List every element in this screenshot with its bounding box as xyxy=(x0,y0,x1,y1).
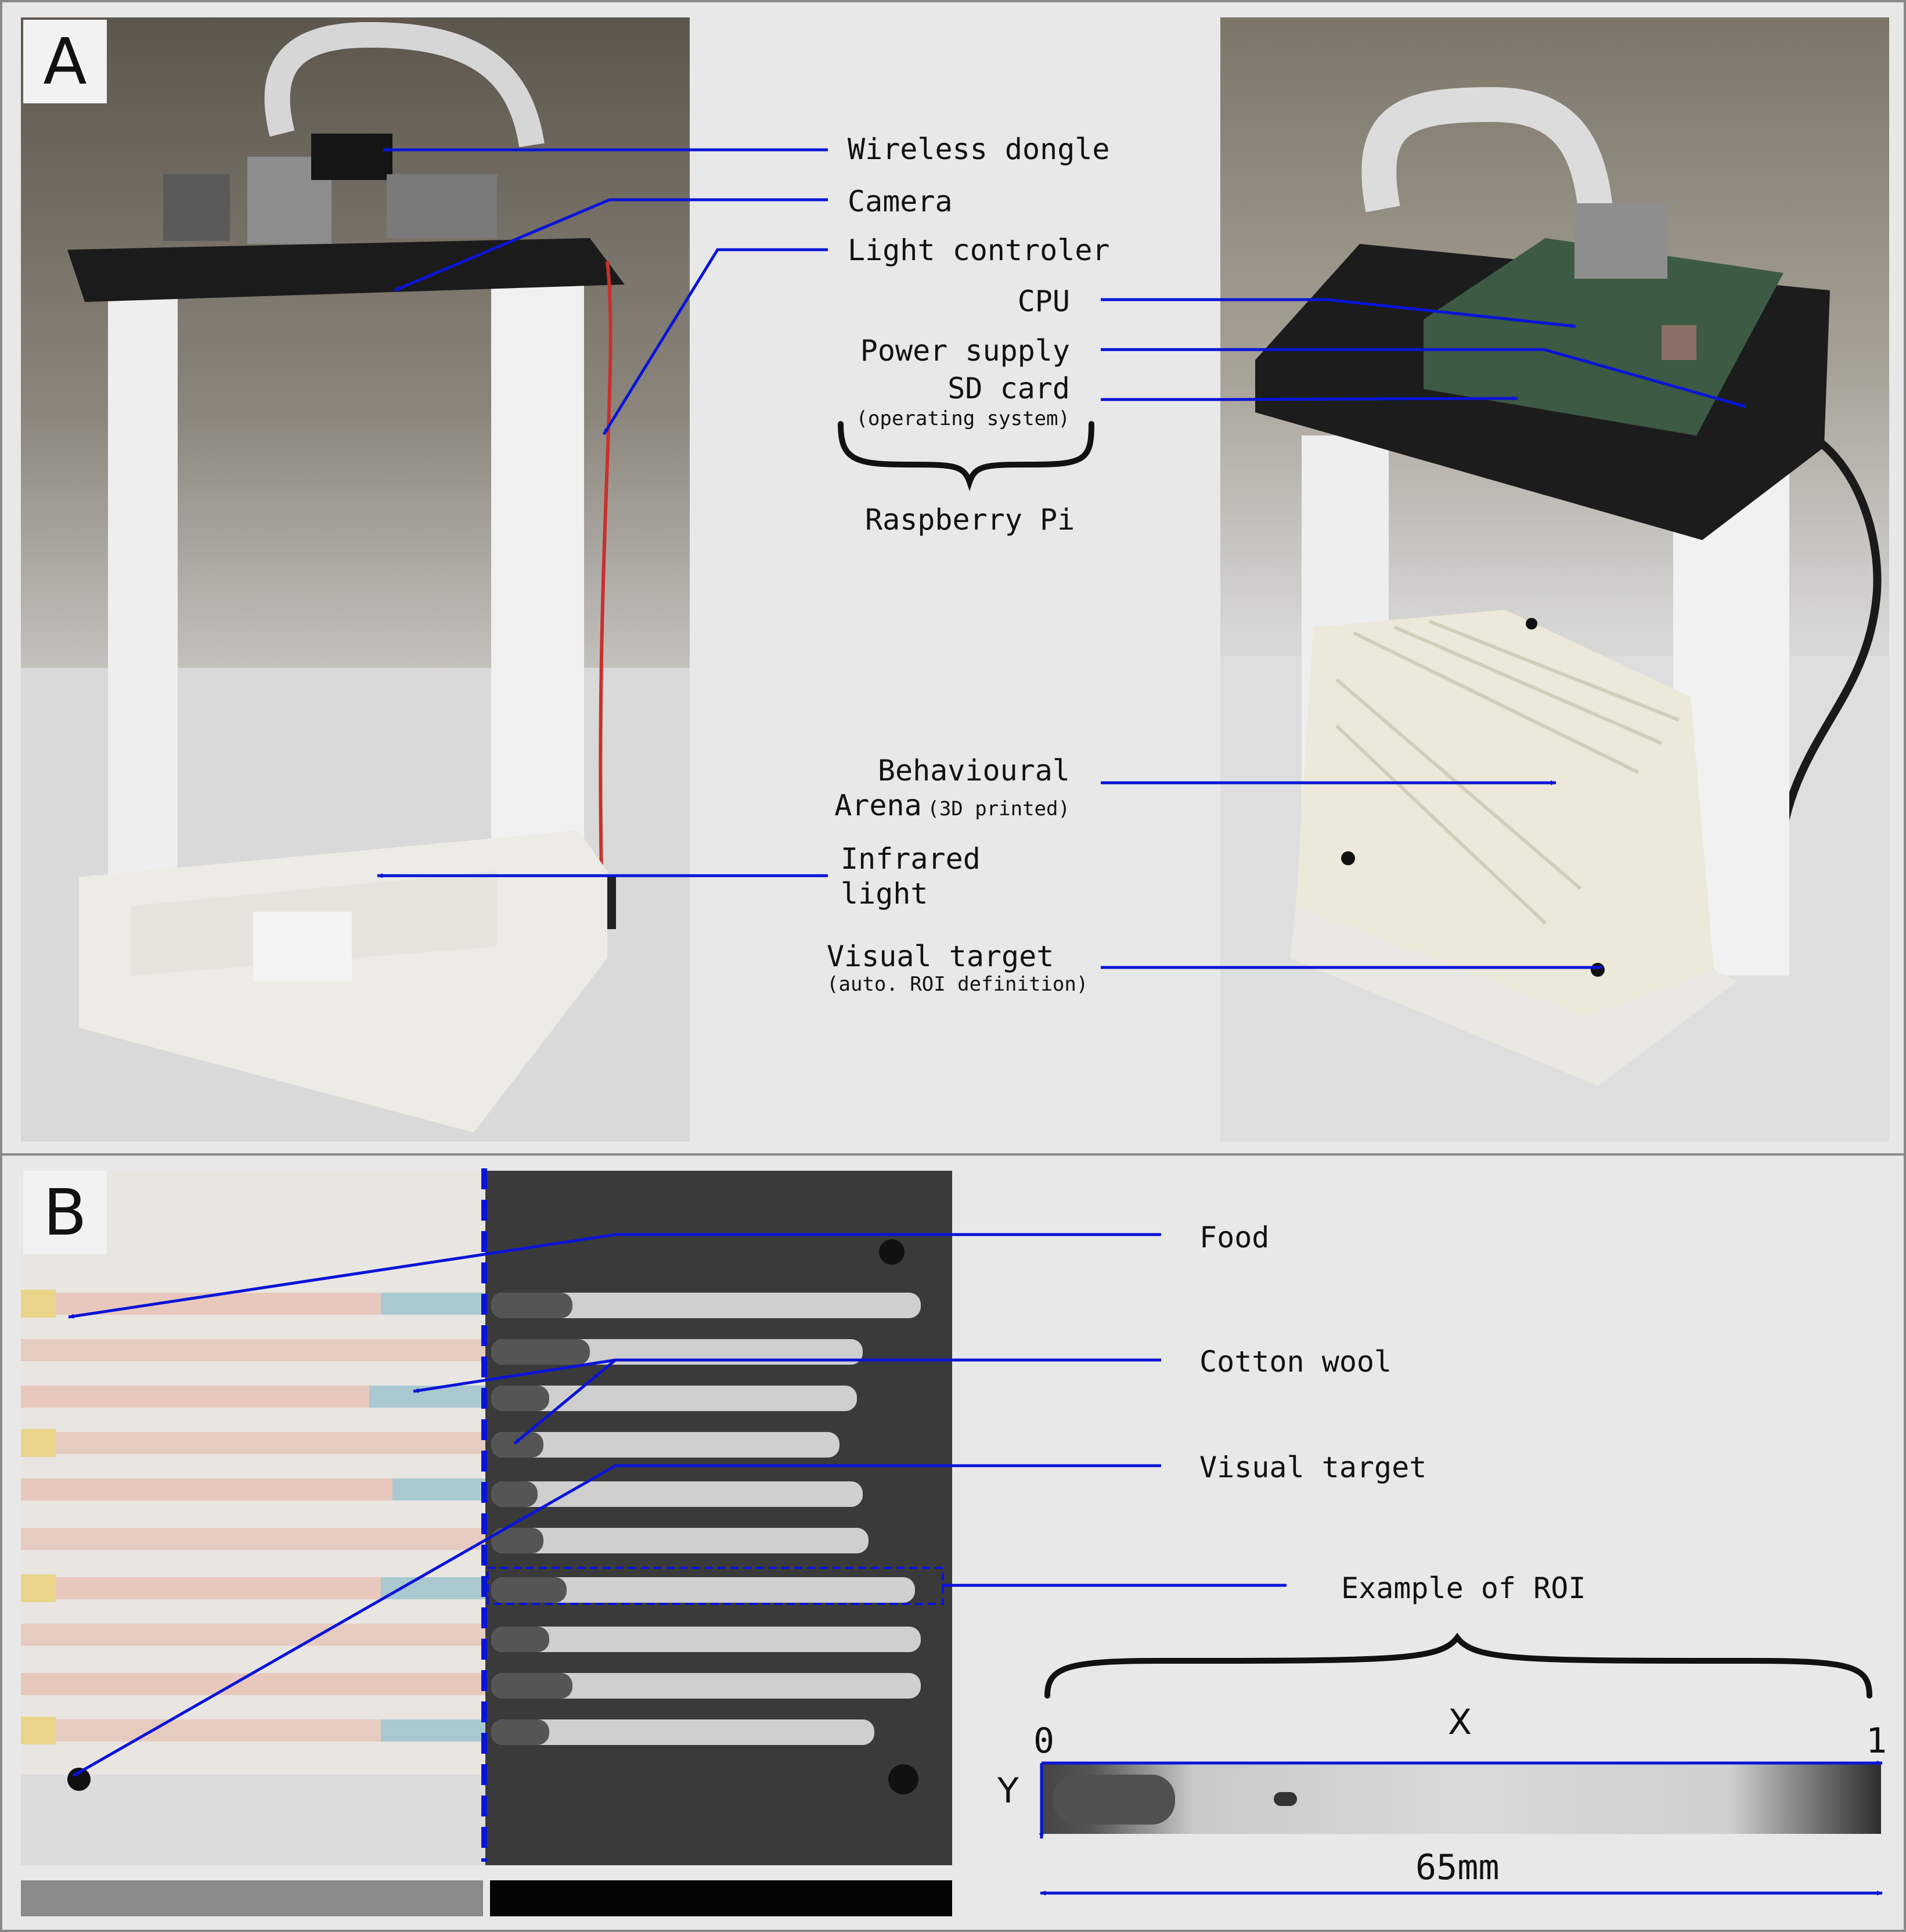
label-infrared-line1: Infrared xyxy=(841,842,981,876)
ethoscope-front-drawing xyxy=(21,21,690,1142)
roi-cotton-blob xyxy=(1053,1775,1175,1825)
arena-infrared-drawing xyxy=(485,1171,952,1865)
label-arena-sub: (3D printed) xyxy=(927,797,1070,821)
raspberry-pi-brace xyxy=(838,421,1094,491)
label-wireless-dongle: Wireless dongle xyxy=(848,132,1110,166)
label-food: Food xyxy=(1199,1221,1270,1254)
label-length-65mm: 65mm xyxy=(1415,1847,1500,1888)
label-example-roi: Example of ROI xyxy=(1341,1571,1586,1605)
photo-arena-visible xyxy=(21,1171,485,1865)
arrow-food xyxy=(68,1233,1161,1319)
panel-b: B Food Cotton wool Visual target Example… xyxy=(0,1153,1906,1932)
infrared-light-bar xyxy=(490,1880,952,1916)
arrow-sd-card xyxy=(1101,395,1518,401)
panel-b-letter: B xyxy=(23,1171,107,1254)
roi-strip xyxy=(1042,1764,1881,1834)
ethoscope-angled-drawing xyxy=(1220,87,1889,1142)
label-raspberry-pi: Raspberry Pi xyxy=(865,503,1075,537)
label-infrared-line2: light xyxy=(841,877,928,911)
label-camera: Camera xyxy=(848,185,953,218)
arrow-cotton-wool-2 xyxy=(513,1359,617,1445)
label-sd-card: SD card xyxy=(947,372,1070,405)
label-cotton-wool: Cotton wool xyxy=(1199,1345,1392,1379)
photo-arena-infrared xyxy=(485,1171,952,1865)
arrow-visual-target-b xyxy=(72,1464,1161,1778)
roi-brace xyxy=(1044,1632,1872,1699)
arrow-camera xyxy=(394,198,828,292)
label-axis-one: 1 xyxy=(1866,1721,1887,1761)
label-visual-target-b: Visual target xyxy=(1199,1451,1427,1484)
photo-left-ethoscope xyxy=(21,17,690,1142)
panel-a: A Wireless dongle Camera Light controler… xyxy=(0,0,1906,1156)
label-axis-y: Y xyxy=(997,1771,1019,1811)
arrow-power-supply xyxy=(1101,348,1746,408)
arena-visible-drawing xyxy=(21,1290,485,1865)
label-axis-x: X xyxy=(1448,1702,1472,1743)
label-power-supply: Power supply xyxy=(860,334,1070,368)
panel-a-letter: A xyxy=(23,20,107,103)
ir-cotton xyxy=(491,1293,590,1745)
label-visual-target-a-sub: (auto. ROI definition) xyxy=(827,973,1089,996)
label-sd-card-sub: (operating system) xyxy=(856,407,1070,430)
visible-light-bar xyxy=(21,1880,483,1916)
label-axis-zero: 0 xyxy=(1033,1721,1055,1761)
arrow-cpu xyxy=(1101,298,1576,329)
photo-right-ethoscope xyxy=(1220,17,1889,1142)
cotton-patches xyxy=(369,1293,485,1742)
label-arena-line2-group: Arena (3D printed) xyxy=(834,791,1070,820)
label-cpu: CPU xyxy=(1017,285,1070,318)
label-visual-target-a: Visual target xyxy=(827,940,1054,973)
label-arena-line2: Arena xyxy=(834,789,922,822)
roi-fly xyxy=(1274,1792,1297,1806)
arrow-light-controller xyxy=(602,248,828,436)
food-patches xyxy=(21,1290,56,1744)
label-light-controller: Light controler xyxy=(848,233,1110,267)
label-arena-line1: Behavioural xyxy=(877,754,1070,787)
roi-dashed-box xyxy=(487,1567,944,1605)
arrow-cotton-wool xyxy=(413,1358,1161,1393)
